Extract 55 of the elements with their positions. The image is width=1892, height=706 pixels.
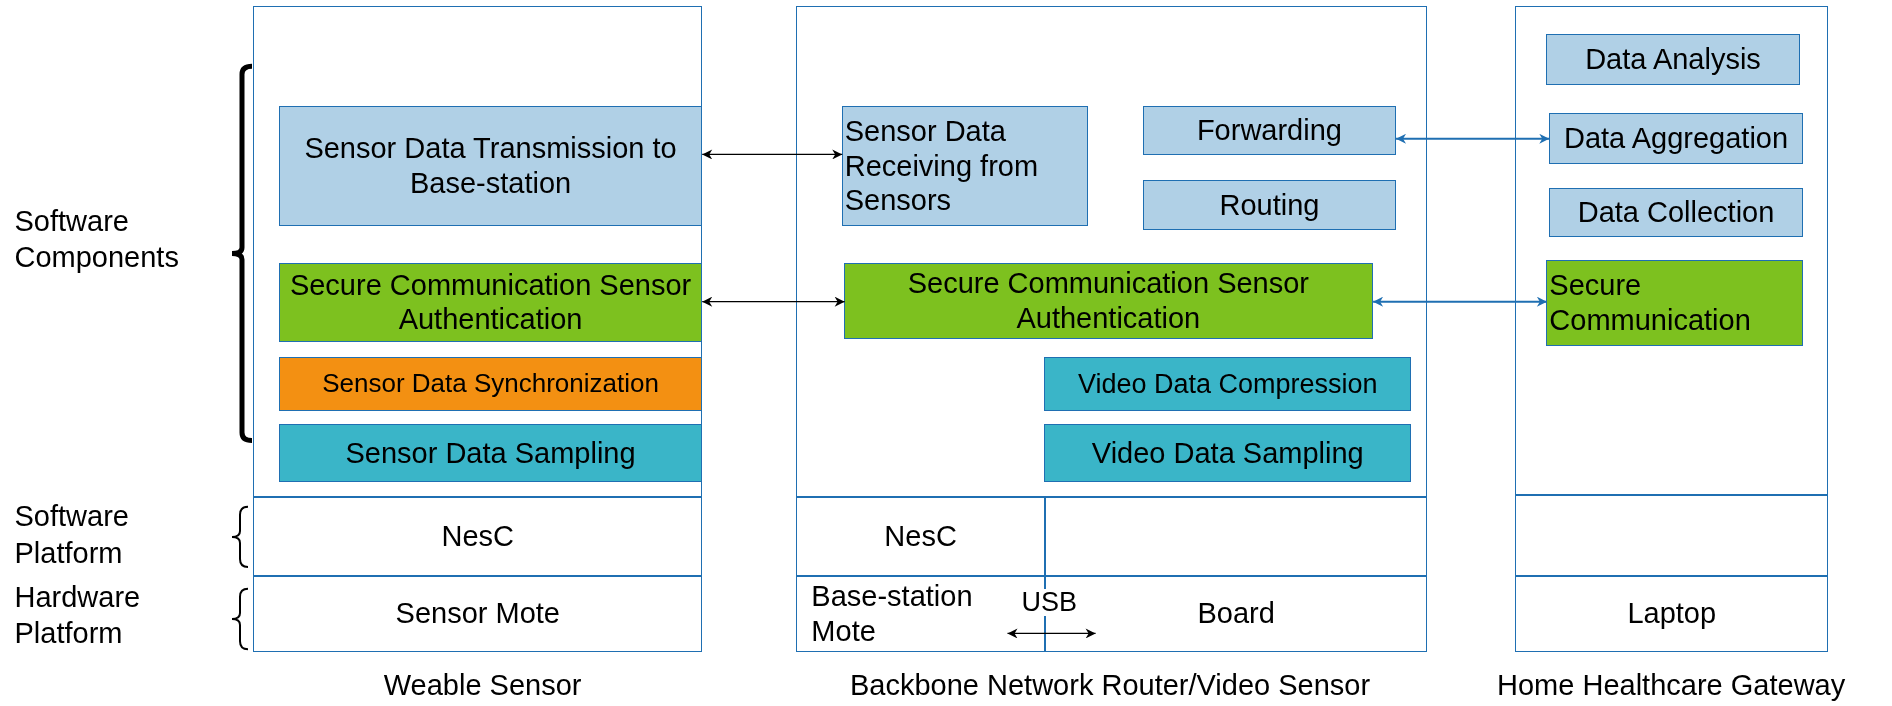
component-box	[1548, 187, 1804, 238]
node-label: Data Collection	[1577, 195, 1775, 230]
node-label: NesC	[441, 518, 515, 554]
double-arrow	[1372, 296, 1548, 307]
node-label: Sensor Data Synchronization	[322, 368, 659, 400]
node-label: Sensor Data Transmission to Base-station	[303, 131, 678, 201]
node-label: Base-station Mote	[811, 578, 974, 649]
node-label: Video Data Sampling	[1091, 435, 1364, 471]
node-label: NesC	[884, 518, 957, 554]
component-box	[279, 356, 702, 411]
layer-label: Software Platform	[14, 499, 130, 571]
node-label: Video Data Compression	[1077, 367, 1378, 400]
component-box	[1546, 260, 1804, 346]
component-box	[1143, 105, 1396, 156]
node-label: Board	[1197, 596, 1275, 631]
panel-box	[253, 6, 703, 498]
double-arrow	[1006, 628, 1097, 639]
component-box	[279, 105, 702, 227]
component-box	[1143, 180, 1396, 230]
double-arrow	[1395, 133, 1551, 144]
node-label: Secure Communication	[1549, 268, 1752, 338]
component-box	[279, 262, 702, 343]
node-label: Routing	[1219, 187, 1320, 223]
component-box	[1548, 112, 1804, 164]
panel-box	[1515, 494, 1828, 576]
component-box	[1546, 34, 1800, 86]
node-label: Sensor Mote	[395, 596, 560, 631]
double-arrow	[701, 296, 846, 307]
column-caption: Home Healthcare Gateway	[1496, 668, 1847, 704]
layer-label: Software Components	[14, 203, 180, 275]
platform-box	[253, 497, 703, 576]
node-label: Data Analysis	[1585, 42, 1761, 78]
component-box	[279, 424, 702, 483]
component-box	[841, 105, 1088, 227]
node-label: Secure Communication Sensor Authentication	[288, 267, 693, 338]
component-box	[1044, 424, 1412, 483]
panel-box	[1515, 6, 1828, 495]
layer-label: Hardware Platform	[14, 580, 142, 652]
panel-box	[1044, 497, 1428, 576]
component-box	[844, 262, 1373, 339]
node-label: Laptop	[1627, 596, 1717, 631]
edge-label: USB	[1021, 589, 1078, 617]
double-arrow	[701, 149, 843, 160]
node-label: Sensor Data Receiving from Sensors	[844, 113, 1040, 219]
platform-box	[1515, 575, 1828, 652]
node-label: Sensor Data Sampling	[345, 435, 636, 471]
platform-box	[253, 575, 703, 652]
column-caption: Weable Sensor	[382, 668, 583, 704]
component-box	[1044, 356, 1412, 411]
node-label: Secure Communication Sensor Authentication	[906, 265, 1310, 336]
node-label: Data Aggregation	[1564, 120, 1789, 156]
panel-box	[796, 6, 1428, 498]
node-label: Forwarding	[1196, 113, 1342, 148]
column-caption: Backbone Network Router/Video Sensor	[849, 668, 1372, 704]
platform-box	[796, 497, 1045, 576]
